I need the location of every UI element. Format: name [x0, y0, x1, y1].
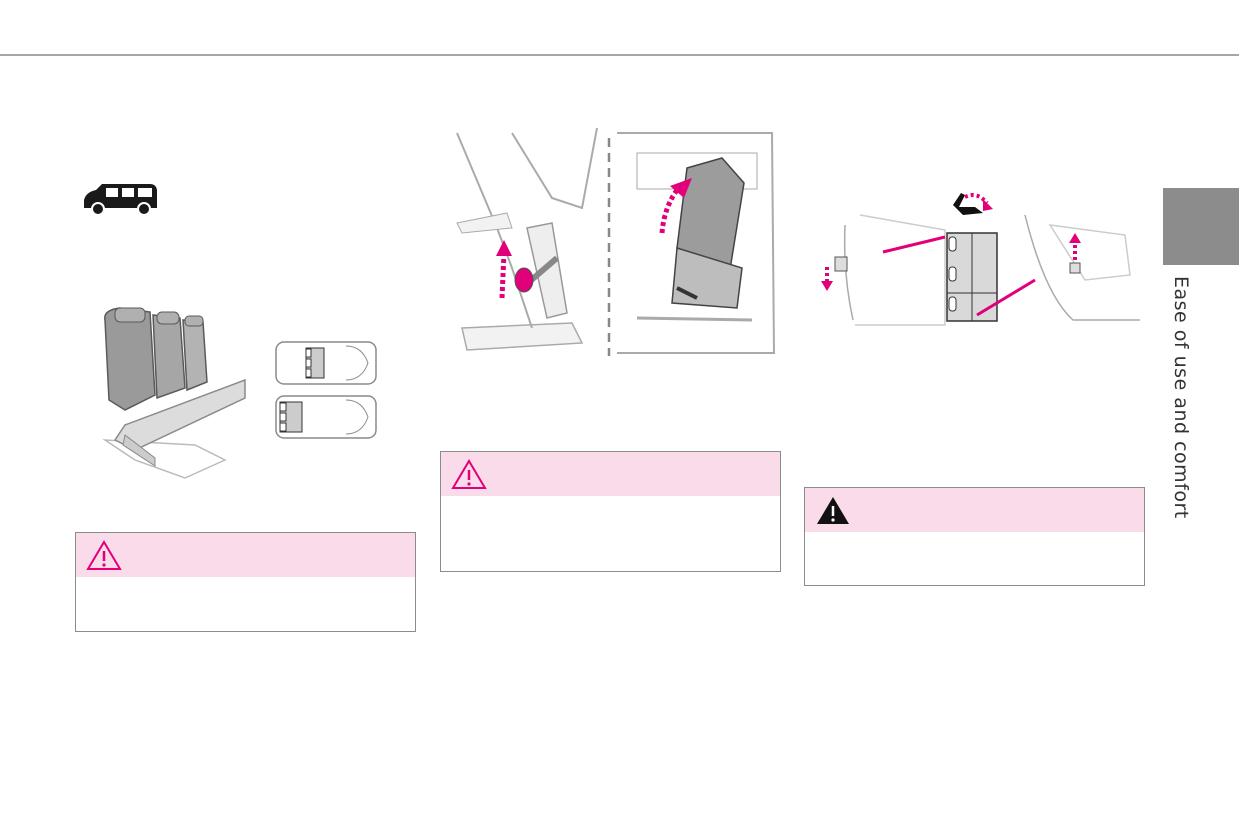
warning-header: [805, 488, 1144, 532]
warning-header: [76, 533, 415, 577]
warning-header: [441, 452, 780, 496]
warning-box: [440, 451, 781, 572]
warning-box: [75, 532, 416, 632]
warning-filled-icon: [817, 497, 849, 524]
seat-lock-illustration: [821, 193, 1140, 326]
warning-outline-icon: [451, 459, 487, 489]
section-tab: [1163, 188, 1239, 265]
seat-layout-diagram: [275, 341, 377, 439]
warning-box: [804, 487, 1145, 586]
section-title: Ease of use and comfort: [1170, 276, 1192, 519]
top-rule: [0, 54, 1239, 56]
seat-folding-illustration: [456, 128, 776, 356]
warning-outline-icon: [86, 540, 122, 570]
van-icon: [84, 184, 157, 216]
bench-seat-illustration: [102, 307, 246, 479]
